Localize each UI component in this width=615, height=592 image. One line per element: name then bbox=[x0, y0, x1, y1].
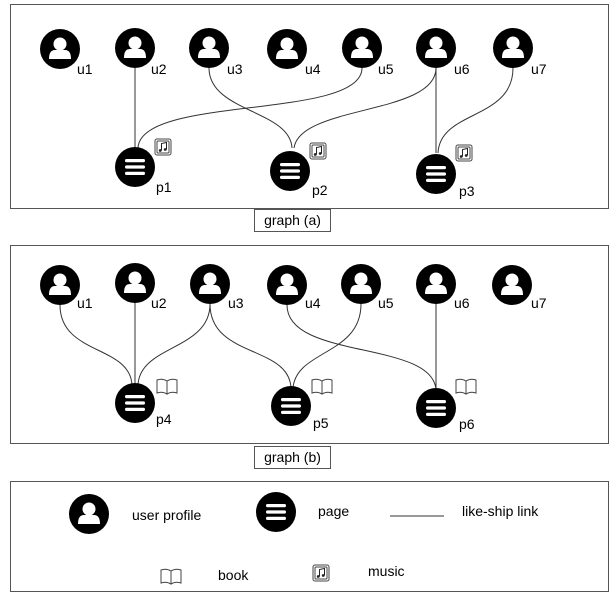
graph-a-caption: graph (a) bbox=[264, 212, 321, 228]
music-note-icon bbox=[312, 564, 330, 582]
user-icon bbox=[492, 265, 532, 305]
page-icon bbox=[416, 388, 456, 428]
music-note-icon bbox=[154, 138, 172, 156]
user-icon bbox=[341, 264, 381, 304]
user-icon bbox=[267, 265, 307, 305]
user-label: u5 bbox=[378, 61, 394, 77]
page-icon bbox=[270, 151, 310, 191]
link-u5-p5 bbox=[292, 303, 362, 389]
graph-b-frame bbox=[10, 245, 609, 444]
link-u3-p2 bbox=[208, 67, 293, 149]
graph-b-page-labels: p4 p5 p6 bbox=[156, 411, 475, 432]
legend-link-label: like-ship link bbox=[462, 503, 539, 519]
graph-b-links bbox=[59, 303, 437, 391]
user-label: u2 bbox=[151, 295, 167, 311]
user-label: u6 bbox=[454, 295, 470, 311]
open-book-icon bbox=[311, 378, 333, 395]
user-label: u2 bbox=[151, 61, 167, 77]
legend-page-label: page bbox=[318, 503, 349, 519]
user-label: u3 bbox=[228, 295, 244, 311]
page-icon bbox=[115, 147, 155, 187]
music-note-icon bbox=[455, 144, 473, 162]
user-icon bbox=[493, 28, 533, 68]
user-icon bbox=[189, 28, 229, 68]
page-label: p5 bbox=[313, 415, 329, 431]
link-u3-p5 bbox=[209, 303, 292, 389]
graph-a-frame bbox=[10, 4, 609, 209]
page-label: p2 bbox=[312, 182, 328, 198]
graph-a-user-labels: u1 u2 u3 u4 u5 u6 u7 bbox=[77, 61, 547, 77]
graph-b-caption: graph (b) bbox=[264, 449, 321, 465]
user-label: u4 bbox=[305, 61, 321, 77]
user-icon bbox=[115, 263, 155, 303]
user-label: u3 bbox=[227, 61, 243, 77]
user-icon bbox=[267, 29, 307, 69]
user-icon bbox=[69, 494, 109, 534]
page-label: p6 bbox=[459, 416, 475, 432]
link-u4-p6 bbox=[286, 304, 437, 391]
graph-a-page-labels: p1 p2 p3 bbox=[156, 179, 475, 199]
link-u7-p3 bbox=[437, 67, 514, 154]
page-icon bbox=[115, 383, 155, 423]
graph-a-links bbox=[134, 67, 514, 154]
user-label: u6 bbox=[454, 61, 470, 77]
music-note-icon bbox=[309, 142, 327, 160]
graph-b-user-labels: u1 u2 u3 u4 u5 u6 u7 bbox=[77, 295, 547, 311]
page-label: p1 bbox=[156, 179, 172, 195]
page-icon bbox=[256, 492, 296, 532]
user-icon bbox=[40, 29, 80, 69]
user-label: u4 bbox=[305, 295, 321, 311]
user-icon bbox=[416, 264, 456, 304]
link-u3-p4 bbox=[137, 303, 211, 386]
page-label: p4 bbox=[156, 411, 172, 427]
link-u6-p2 bbox=[293, 67, 437, 149]
user-icon bbox=[190, 264, 230, 304]
page-label: p3 bbox=[459, 183, 475, 199]
user-label: u7 bbox=[531, 61, 547, 77]
user-label: u5 bbox=[378, 295, 394, 311]
user-icon bbox=[115, 28, 155, 68]
user-icon bbox=[416, 28, 456, 68]
page-icon bbox=[271, 386, 311, 426]
open-book-icon bbox=[160, 568, 182, 585]
graph-a-caption-box bbox=[254, 209, 331, 232]
open-book-icon bbox=[455, 378, 477, 395]
link-u5-p1 bbox=[137, 67, 363, 149]
legend-user-profile-label: user profile bbox=[132, 507, 201, 523]
legend-music-label: music bbox=[368, 563, 405, 579]
user-label: u1 bbox=[77, 295, 93, 311]
user-label: u1 bbox=[77, 61, 93, 77]
page-icon bbox=[416, 154, 456, 194]
user-icon bbox=[40, 265, 80, 305]
open-book-icon bbox=[156, 378, 178, 395]
link-u1-p4 bbox=[59, 304, 133, 386]
user-label: u7 bbox=[531, 295, 547, 311]
graph-b-caption-box bbox=[254, 446, 331, 469]
user-icon bbox=[342, 28, 382, 68]
legend-book-label: book bbox=[218, 567, 249, 583]
